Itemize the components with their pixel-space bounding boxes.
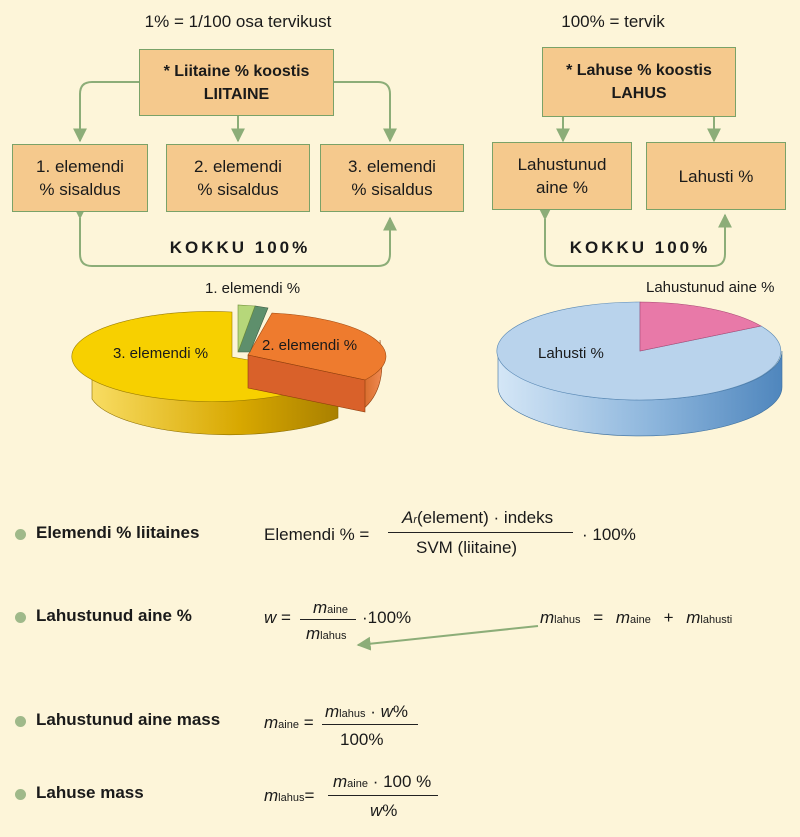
pie-slice-solvent-top [496,301,782,401]
formula1-label: Elemendi % liitaines [36,523,200,542]
compound-box-subtitle: LIITAINE [203,85,270,103]
bullet-icon [15,529,26,540]
solution-box-subtitle: LAHUS [611,85,667,102]
element1-box: 1. elemendi% sisaldus [12,144,148,212]
pie-slice-element2-top [247,312,387,381]
left-total-label: KOKKU 100% [169,238,311,257]
formula4-lhs: mlahus= [264,786,315,805]
formula1-denominator: SVM (liitaine) [416,538,518,557]
solvent-box: Lahusti % [646,142,786,210]
pie-label-element1: 1. elemendi % [205,280,301,297]
formula2-numerator: maine [313,598,348,617]
formula3-fraction-bar [322,724,418,726]
formula4-denominator: w% [370,801,398,820]
formula4-numerator: maine · 100 % [333,772,432,791]
formula4-label: Lahuse mass [36,783,144,802]
formula1-lhs: Elemendi % = [264,525,370,544]
pie-slice-solute-top [639,301,762,352]
formula3-numerator: mlahus · w% [325,702,409,721]
pie-label-element2: 2. elemendi % [262,337,358,354]
right-caption: 100% = tervik [561,12,665,31]
bullet-icon [15,612,26,623]
formula1-tail: · 100% [582,525,636,544]
formula4-fraction-bar [328,795,438,797]
formula3-denominator: 100% [340,730,384,749]
pie-label-element3: 3. elemendi % [113,345,209,362]
left-caption: 1% = 1/100 osa tervikust [144,12,332,31]
formula2-fraction-bar [300,619,356,621]
bullet-icon [15,789,26,800]
formula3-label: Lahustunud aine mass [36,710,221,729]
pie-label-solute: Lahustunud aine % [646,279,775,296]
element3-box: 3. elemendi% sisaldus [320,144,464,212]
right-total-label: KOKKU 100% [569,238,711,257]
element2-box: 2. elemendi% sisaldus [166,144,310,212]
formula2-denominator: mlahus [306,624,347,643]
pie-slice-element1-top [237,304,256,353]
formula2-mass-sum: mlahus = maine + mlahusti [540,608,733,627]
bullet-icon [15,716,26,727]
formula1-numerator: Ar(element) · indeks [402,508,554,527]
compound-box-title: * Liitaine % koostis [163,62,310,80]
formula3-lhs: maine = [264,713,314,732]
formula2-lhs: w = [264,608,291,627]
formula1-fraction-bar [388,532,573,534]
formula2-tail: ·100% [362,608,412,627]
formula2-label: Lahustunud aine % [36,606,192,625]
solution-box-title: * Lahuse % koostis [566,62,712,79]
pie-label-solvent: Lahusti % [538,345,604,362]
